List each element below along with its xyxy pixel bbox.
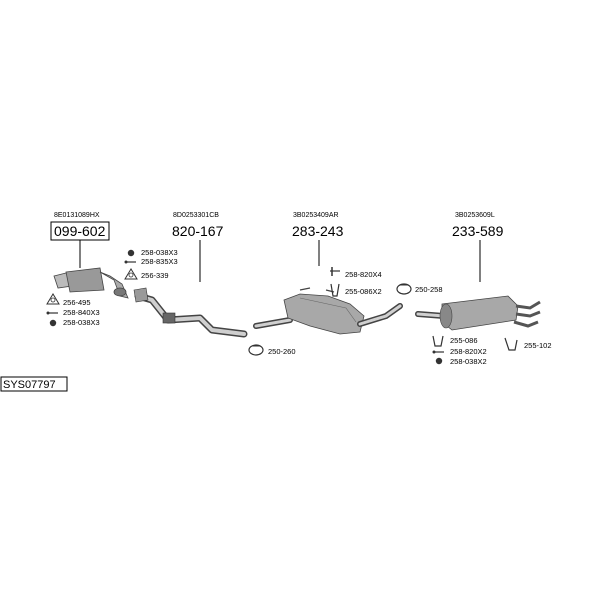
accessory-list-left-upper: 258-038X3 258-835X3 256-339 xyxy=(124,248,178,280)
accessory-label[interactable]: 258-038X2 xyxy=(450,357,487,366)
system-code-label: SYS07797 xyxy=(3,379,56,391)
system-code-box xyxy=(0,376,68,392)
part-number-centre-silencer[interactable]: 283-243 xyxy=(292,223,344,239)
part-number-rear-silencer[interactable]: 233-589 xyxy=(452,223,504,239)
accessory-label[interactable]: 250-260 xyxy=(268,347,296,356)
clamp-icon xyxy=(396,283,412,295)
system-code: SYS07797 xyxy=(0,376,68,392)
oe-number-catalytic-converter: 8E0131089HX xyxy=(54,212,100,219)
oe-number-rear-silencer: 3B0253609L xyxy=(455,212,495,219)
accessory-list-centre: 258-820X4 255-086X2 xyxy=(330,267,382,297)
accessory-list-rear: 255-086 258-820X2 258-038X2 xyxy=(432,335,487,366)
centre-silencer-drawing[interactable] xyxy=(253,287,403,335)
accessory-label[interactable]: 258-840X3 xyxy=(63,308,100,317)
accessory-label[interactable]: 256-339 xyxy=(141,271,169,280)
accessory-list-left-lower: 256-495 258-840X3 258-038X3 xyxy=(46,293,100,327)
accessory-clamp-front: 250-260 xyxy=(248,344,296,356)
part-group-rear-silencer: 3B0253609L 233-589 xyxy=(415,212,541,331)
accessory-label[interactable]: 256-495 xyxy=(63,298,91,307)
accessory-label[interactable]: 258-820X4 xyxy=(345,270,382,279)
accessory-label[interactable]: 255-102 xyxy=(524,341,552,350)
accessory-label[interactable]: 255-086 xyxy=(450,336,478,345)
accessory-label[interactable]: 255-086X2 xyxy=(345,287,382,296)
hanger-icon xyxy=(504,337,518,351)
oe-number-front-pipe: 8D0253301CB xyxy=(173,212,219,219)
accessory-label[interactable]: 258-038X3 xyxy=(141,248,178,257)
clamp-icon xyxy=(248,344,264,356)
accessory-label[interactable]: 250-258 xyxy=(415,285,443,294)
nut-icon xyxy=(435,357,443,365)
nut-icon xyxy=(127,249,135,257)
part-number-front-pipe[interactable]: 820-167 xyxy=(172,223,224,239)
gasket-icon xyxy=(124,268,138,280)
part-group-centre-silencer: 3B0253409AR 283-243 xyxy=(253,212,403,335)
gasket-icon xyxy=(46,293,60,305)
front-pipe-drawing[interactable] xyxy=(133,287,248,338)
oe-number-centre-silencer: 3B0253409AR xyxy=(293,212,339,219)
part-group-front-pipe: 8D0253301CB 820-167 xyxy=(133,212,248,338)
catalytic-converter-drawing[interactable] xyxy=(53,267,129,299)
part-group-catalytic-converter: 8E0131089HX 099-602 xyxy=(50,212,129,299)
hanger-icon xyxy=(432,335,444,347)
rear-silencer-drawing[interactable] xyxy=(415,295,541,331)
accessory-clamp-rear: 250-258 xyxy=(396,283,443,295)
accessory-label[interactable]: 258-038X3 xyxy=(63,318,100,327)
part-number-catalytic-converter[interactable]: 099-602 xyxy=(54,223,106,239)
hanger-icon xyxy=(330,283,340,297)
nut-icon xyxy=(49,319,57,327)
accessory-hanger-tail: 255-102 xyxy=(504,337,552,351)
accessory-label[interactable]: 258-835X3 xyxy=(141,257,178,266)
accessory-label[interactable]: 258-820X2 xyxy=(450,347,487,356)
